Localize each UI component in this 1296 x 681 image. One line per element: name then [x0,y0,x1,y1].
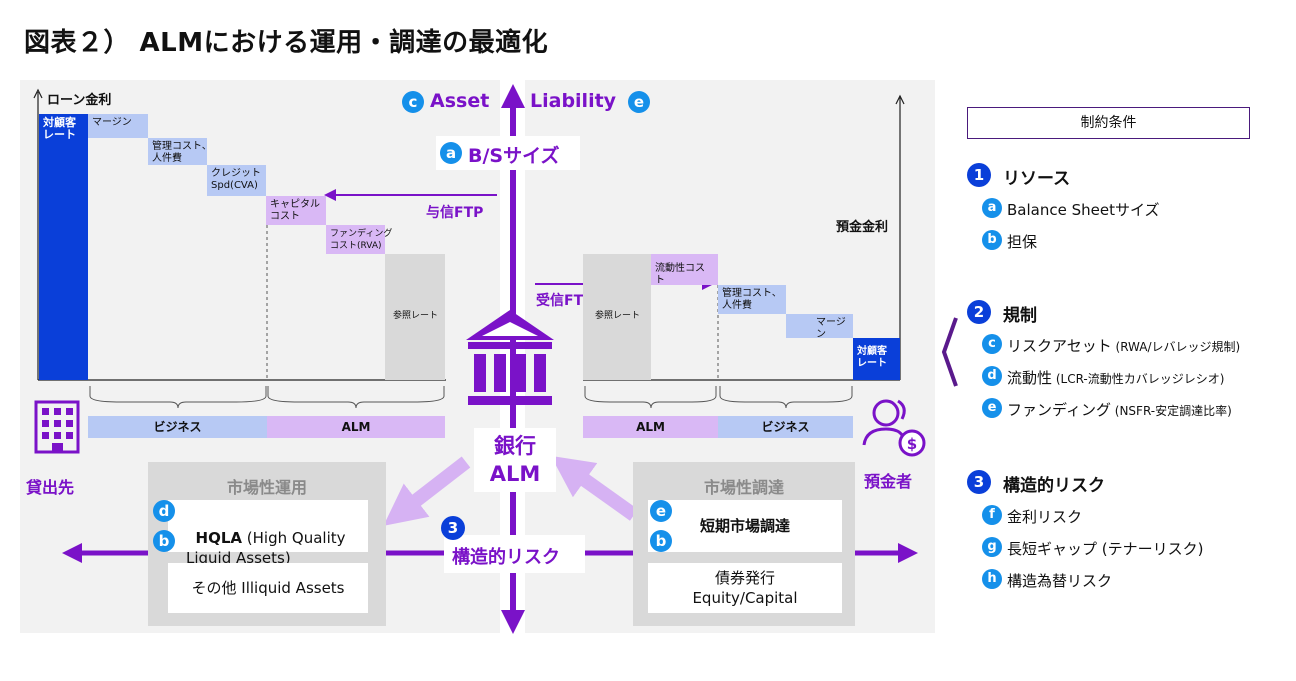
marker-g-g3: g [982,537,1002,557]
marker-d-g2: d [982,366,1002,386]
right-seg-alm: ALM [583,416,718,438]
marker-c-g2: c [982,334,1002,354]
marker-3-center: 3 [441,516,465,540]
marker-b-g1: b [982,230,1002,250]
g2-item-c: リスクアセット (RWA/レバレッジ規制) [1007,335,1240,356]
marker-2: 2 [967,300,991,324]
page-title: 図表２） ALMにおける運用・調達の最適化 [24,28,549,58]
g2-item-d-note: (LCR-流動性カバレッジレシオ) [1052,372,1225,386]
jushin-ftp-label: 受信FTP [536,293,594,309]
marker-e-liability: e [628,91,650,113]
g2-item-e-main: ファンディング [1007,401,1111,419]
g2-item-d-main: 流動性 [1007,369,1053,387]
lender-label: 貸出先 [26,478,75,497]
bank-icon [466,310,554,405]
short-term-box: 短期市場調達 [648,500,842,552]
left-seg-business: ビジネス [88,416,267,438]
depositor-icon: $ [862,399,926,457]
market-invest-title: 市場性運用 [226,478,307,497]
constraints-header: 制約条件 [967,107,1250,139]
market-fund-title: 市場性調達 [703,478,784,497]
marker-3: 3 [967,470,991,494]
left-credit-bar: クレジット Spd(CVA) [207,165,266,196]
building-icon [34,400,80,454]
g2-item-e-note: (NSFR-安定調達比率) [1110,404,1232,418]
group3-title: 構造的リスク [1003,476,1105,496]
marker-e-short: e [650,500,672,522]
left-seg-alm: ALM [267,416,445,438]
marker-b-short: b [650,530,672,552]
left-admin-cost-bar: 管理コスト、 人件費 [148,138,212,165]
left-capital-bar: キャピタル コスト [266,196,326,225]
svg-text:$: $ [907,435,917,453]
group1-title: リソース [1003,169,1071,189]
right-admin-cost-bar: 管理コスト、 人件費 [718,285,786,314]
illiquid-box: その他 Illiquid Assets [168,563,368,613]
g2-item-d: 流動性 (LCR-流動性カバレッジレシオ) [1007,367,1224,388]
structural-risk-label: 構造的リスク [452,547,560,568]
bonds-box: 債券発行 Equity/Capital [648,563,842,613]
right-ref-rate-label: 参照レート [595,311,641,321]
group2-title: 規制 [1003,306,1037,326]
marker-1: 1 [967,163,991,187]
marker-h-g3: h [982,569,1002,589]
hqla-rest: (High Quality Liquid Assets) [186,529,346,567]
left-customer-rate-bar: 対顧客 レート [39,114,88,380]
right-axis-label: 預金金利 [836,220,889,235]
marker-a-bs: a [440,142,462,164]
g2-item-e: ファンディング (NSFR-安定調達比率) [1007,399,1232,420]
g3-item-h: 構造為替リスク [1007,572,1113,590]
yoshin-ftp-label: 与信FTP [426,205,484,221]
right-seg-business: ビジネス [718,416,853,438]
g3-item-f: 金利リスク [1007,508,1083,526]
right-ref-rate-bar: 参照レート [583,254,651,380]
marker-b-hqla: b [153,530,175,552]
bs-size-label: B/Sサイズ [468,145,560,167]
g1-item-b: 担保 [1007,233,1038,251]
left-ref-rate-bar: 参照レート [385,254,445,380]
g2-item-c-main: リスクアセット [1007,337,1112,355]
left-axis-label: ローン金利 [47,93,112,108]
hqla-bold: HQLA [195,529,243,547]
liability-label: Liability [530,90,617,112]
marker-f-g3: f [982,505,1002,525]
marker-c-asset: c [402,91,424,113]
right-liquidity-cost-bar: 流動性コスト [651,254,718,286]
bank-alm-label: 銀行 ALM [474,428,556,492]
depositor-label: 預金者 [864,472,913,491]
left-margin-bar: マージン [88,114,148,138]
left-funding-bar: ファンディング コスト(RVA) [326,225,392,254]
g1-item-a: Balance Sheetサイズ [1007,201,1160,219]
g2-item-c-note: (RWA/レバレッジ規制) [1111,340,1241,354]
right-customer-rate-bar: 対顧客 レート [853,338,900,380]
g3-item-g: 長短ギャップ (テナーリスク) [1007,540,1204,558]
asset-label: Asset [430,90,490,112]
right-margin-bar: マージン [786,314,853,340]
marker-e-g2: e [982,398,1002,418]
hqla-box: HQLA (High Quality Liquid Assets) [168,500,368,567]
marker-d-hqla: d [153,500,175,522]
marker-a-g1: a [982,198,1002,218]
left-ref-rate-label: 参照レート [393,311,439,321]
structural-risk-box [444,535,585,573]
